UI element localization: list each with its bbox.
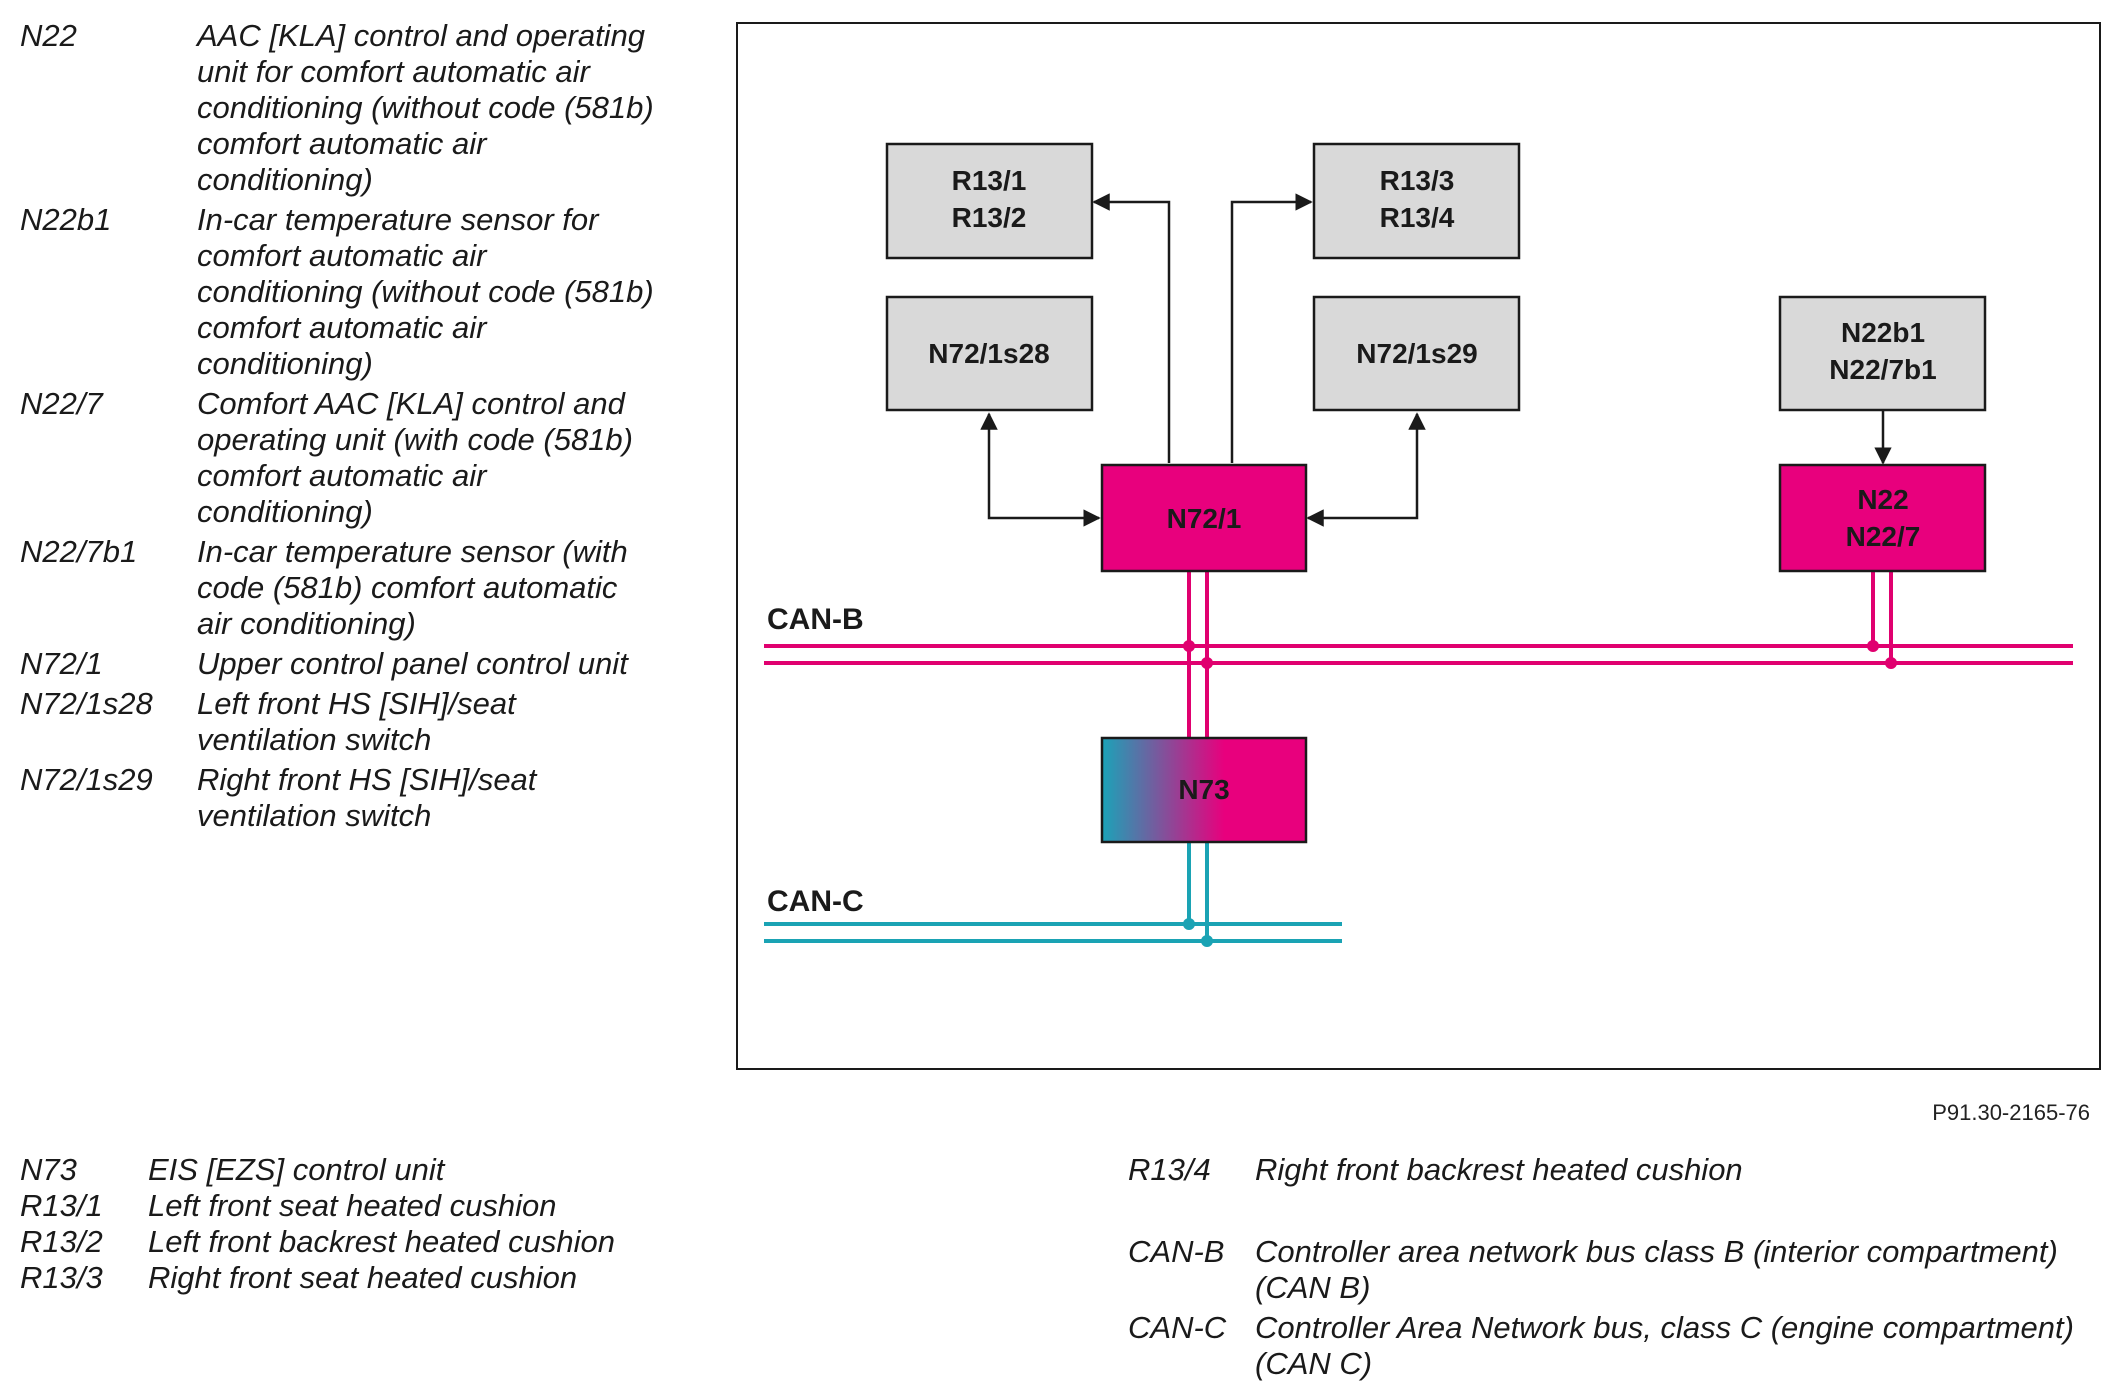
legend-item-r13-3: R13/3 Right front seat heated cushion	[20, 1260, 1020, 1296]
box-frame	[1100, 463, 1308, 573]
legend-item-n72-1s29: N72/1s29 Right front HS [SIH]/seat venti…	[20, 762, 660, 834]
box-n22b1-n22-7b1: N22b1 N22/7b1	[1778, 295, 1987, 412]
legend-code: N72/1	[20, 646, 103, 681]
legend-code: R13/3	[20, 1260, 103, 1295]
can-c-junction	[1201, 935, 1213, 947]
legend-desc: In-car temperature sensor for comfort au…	[197, 202, 654, 381]
box-label: N72/1s28	[928, 338, 1049, 369]
legend-code: R13/2	[20, 1224, 103, 1259]
box-r13-3-r13-4: R13/3 R13/4	[1312, 142, 1521, 260]
box-n72-1s28: N72/1s28	[885, 295, 1094, 412]
legend-desc: Controller area network bus class B (int…	[1255, 1234, 2058, 1305]
box-label: N22/7	[1846, 521, 1921, 552]
box-label: R13/3	[1380, 165, 1455, 196]
legend-code: N22b1	[20, 202, 112, 237]
box-label: R13/2	[952, 202, 1027, 233]
legend-desc: Upper control panel control unit	[197, 646, 628, 681]
box-n73: N73	[1100, 736, 1308, 844]
can-c-label: CAN-C	[767, 885, 864, 918]
box-label: N22/7b1	[1829, 354, 1936, 385]
legend-desc: AAC [KLA] control and operating unit for…	[197, 18, 654, 197]
legend-desc: In-car temperature sensor (with code (58…	[197, 534, 628, 641]
legend-item-r13-2: R13/2 Left front backrest heated cushion	[20, 1224, 1020, 1260]
legend-desc: EIS [EZS] control unit	[148, 1152, 445, 1187]
can-c-bus	[764, 842, 1342, 943]
legend-code: R13/1	[20, 1188, 103, 1223]
wiring-diagram: R13/1 R13/2 R13/3 R13/4 N72/1s28 N72/1s2…	[736, 22, 2101, 1070]
box-frame	[1100, 736, 1308, 844]
can-b-label: CAN-B	[767, 603, 864, 636]
legend-desc: Right front seat heated cushion	[148, 1260, 578, 1295]
connector-s29-n72	[1306, 412, 1426, 527]
connector-n72-to-r13-12	[1092, 193, 1171, 463]
legend-spacer	[1128, 1192, 2108, 1234]
box-n72-1: N72/1	[1100, 463, 1308, 573]
legend-code: N22/7b1	[20, 534, 138, 569]
legend-item-n22b1: N22b1 In-car temperature sensor for comf…	[20, 202, 660, 382]
box-label: N72/1	[1167, 503, 1242, 534]
box-n72-1s29: N72/1s29	[1312, 295, 1521, 412]
legend-top: N22 AAC [KLA] control and operating unit…	[20, 18, 660, 838]
legend-desc: Comfort AAC [KLA] control and operating …	[197, 386, 633, 529]
box-n22-n22-7: N22 N22/7	[1778, 463, 1987, 573]
legend-bottom-left: N73 EIS [EZS] control unit R13/1 Left fr…	[20, 1152, 1020, 1296]
box-frame	[1312, 295, 1521, 412]
legend-code: N73	[20, 1152, 77, 1187]
figure-id: P91.30-2165-76	[1932, 1100, 2090, 1125]
legend-desc: Right front HS [SIH]/seat ventilation sw…	[197, 762, 537, 833]
box-label: N72/1s29	[1356, 338, 1477, 369]
box-label: N22	[1857, 484, 1908, 515]
legend-code: N72/1s29	[20, 762, 153, 797]
connector-s28-n72	[980, 412, 1101, 527]
box-frame	[885, 142, 1094, 260]
legend-item-n22-7: N22/7 Comfort AAC [KLA] control and oper…	[20, 386, 660, 530]
can-c-junctions	[1183, 918, 1213, 947]
legend-item-can-c: CAN-C Controller Area Network bus, class…	[1128, 1310, 2108, 1382]
legend-code: CAN-B	[1128, 1234, 1225, 1269]
box-frame	[1778, 463, 1987, 573]
legend-item-r13-1: R13/1 Left front seat heated cushion	[20, 1188, 1020, 1224]
legend-desc: Right front backrest heated cushion	[1255, 1152, 1743, 1187]
can-b-junction	[1867, 640, 1879, 652]
box-r13-1-r13-2: R13/1 R13/2	[885, 142, 1094, 260]
box-frame	[1778, 295, 1987, 412]
can-b-junction	[1885, 657, 1897, 669]
box-label: R13/4	[1380, 202, 1455, 233]
legend-code: CAN-C	[1128, 1310, 1227, 1345]
can-b-junctions	[1183, 640, 1897, 669]
box-frame	[1312, 142, 1521, 260]
can-b-junction	[1183, 640, 1195, 652]
box-label: N73	[1178, 774, 1229, 805]
legend-item-n22-7b1: N22/7b1 In-car temperature sensor (with …	[20, 534, 660, 642]
legend-desc: Left front seat heated cushion	[148, 1188, 557, 1223]
legend-code: N22	[20, 18, 77, 53]
connector-n72-to-r13-34	[1230, 193, 1313, 463]
legend-item-r13-4: R13/4 Right front backrest heated cushio…	[1128, 1152, 2108, 1188]
can-b-junction	[1201, 657, 1213, 669]
legend-item-n72-1s28: N72/1s28 Left front HS [SIH]/seat ventil…	[20, 686, 660, 758]
legend-item-n73: N73 EIS [EZS] control unit	[20, 1152, 1020, 1188]
legend-desc: Left front backrest heated cushion	[148, 1224, 616, 1259]
legend-bottom-right: R13/4 Right front backrest heated cushio…	[1128, 1152, 2108, 1386]
legend-item-n22: N22 AAC [KLA] control and operating unit…	[20, 18, 660, 198]
legend-code: N22/7	[20, 386, 103, 421]
connectors	[980, 193, 1892, 527]
legend-item-can-b: CAN-B Controller area network bus class …	[1128, 1234, 2108, 1306]
box-label: N22b1	[1841, 317, 1925, 348]
can-c-junction	[1183, 918, 1195, 930]
can-b-bus	[764, 571, 2073, 738]
legend-item-n72-1: N72/1 Upper control panel control unit	[20, 646, 660, 682]
box-frame	[885, 295, 1094, 412]
legend-code: R13/4	[1128, 1152, 1211, 1187]
legend-desc: Left front HS [SIH]/seat ventilation swi…	[197, 686, 516, 757]
legend-desc: Controller Area Network bus, class C (en…	[1255, 1310, 2074, 1381]
legend-code: N72/1s28	[20, 686, 153, 721]
box-label: R13/1	[952, 165, 1027, 196]
